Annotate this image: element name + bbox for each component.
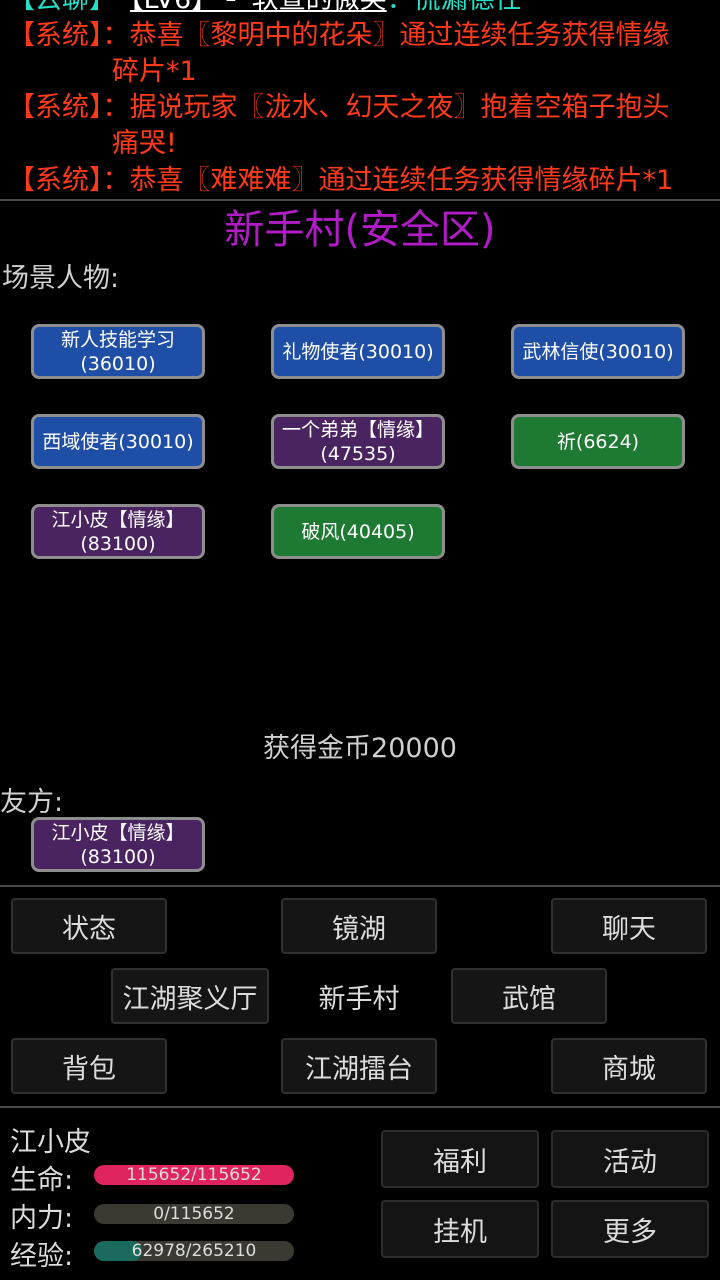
- hp-text: 115652/115652: [126, 1165, 262, 1185]
- more-button[interactable]: 更多: [551, 1200, 709, 1258]
- chat-message-text: ：恭喜〖黎明中的花朵〗通过连续任务获得情缘: [102, 20, 670, 51]
- npc-button[interactable]: 新人技能学习 (36010): [31, 324, 205, 379]
- chat-line-world: 【云聊】【LV6】 ╾ 软萱的微笑：慌漏德任: [8, 0, 714, 18]
- mp-text: 0/115652: [153, 1204, 235, 1224]
- chat-system-tag: 【系统】: [8, 92, 103, 123]
- friend-button[interactable]: 江小皮【情缘】 (83100): [31, 817, 205, 872]
- npc-button[interactable]: 破风(40405): [271, 504, 445, 559]
- npc-button[interactable]: 西域使者(30010): [31, 414, 205, 469]
- chat-message-text: ：恭喜〖难难难〗通过连续任务获得情缘碎片*1: [102, 165, 674, 196]
- welfare-button[interactable]: 福利: [381, 1130, 539, 1188]
- exp-bar: 62978/265210: [94, 1241, 294, 1261]
- player-name[interactable]: 江小皮: [10, 1127, 91, 1158]
- chat-message-text: ：据说玩家〖泷水、幻天之夜〗抱着空箱子抱头: [102, 92, 670, 123]
- nav-arena-button[interactable]: 江湖擂台: [281, 1038, 437, 1094]
- chat-message-text: 慌漏德任: [414, 0, 522, 15]
- chat-sender-name[interactable]: 【LV6】 ╾ 软萱的微笑: [130, 0, 387, 15]
- gold-reward-message: 获得金币20000: [263, 733, 457, 764]
- nav-dojo-button[interactable]: 武馆: [451, 968, 607, 1024]
- hp-bar-fill: [94, 1165, 294, 1185]
- npc-button[interactable]: 礼物使者(30010): [271, 324, 445, 379]
- nav-chat-button[interactable]: 聊天: [551, 898, 707, 954]
- chat-message-continuation: 碎片*1: [112, 56, 197, 87]
- nav-status-button[interactable]: 状态: [11, 898, 167, 954]
- mp-bar: 0/115652: [94, 1204, 294, 1224]
- divider: [0, 1106, 720, 1108]
- chat-message-continuation: 痛哭!: [112, 128, 177, 159]
- current-location-label: 新手村: [318, 983, 400, 1015]
- npc-button[interactable]: 一个弟弟【情缘】 (47535): [271, 414, 445, 469]
- mp-label: 内力:: [10, 1203, 74, 1234]
- nav-mirror-lake-button[interactable]: 镜湖: [281, 898, 437, 954]
- npc-button[interactable]: 祈(6624): [511, 414, 685, 469]
- chat-system-tag: 【系统】: [8, 165, 103, 196]
- chat-channel-tag: 【云聊】: [8, 0, 116, 15]
- events-button[interactable]: 活动: [551, 1130, 709, 1188]
- hp-label: 生命:: [10, 1165, 74, 1196]
- nav-hall-button[interactable]: 江湖聚义厅: [111, 968, 269, 1024]
- chat-message-system: 【系统】：恭喜〖难难难〗通过连续任务获得情缘碎片*1: [8, 163, 714, 199]
- chat-message-system: 【系统】：恭喜〖黎明中的花朵〗通过连续任务获得情缘 碎片*1: [8, 18, 714, 90]
- exp-bar-fill: [94, 1241, 142, 1261]
- nav-bag-button[interactable]: 背包: [11, 1038, 167, 1094]
- friendly-label: 友方:: [0, 787, 64, 818]
- exp-label: 经验:: [10, 1241, 74, 1272]
- location-title: 新手村(安全区): [224, 207, 496, 253]
- npc-button[interactable]: 武林信使(30010): [511, 324, 685, 379]
- idle-button[interactable]: 挂机: [381, 1200, 539, 1258]
- hp-bar: 115652/115652: [94, 1165, 294, 1185]
- exp-text: 62978/265210: [131, 1241, 257, 1261]
- scene-characters-label: 场景人物:: [2, 263, 120, 294]
- npc-button[interactable]: 江小皮【情缘】 (83100): [31, 504, 205, 559]
- chat-message-system: 【系统】：据说玩家〖泷水、幻天之夜〗抱着空箱子抱头 痛哭!: [8, 90, 714, 162]
- nav-shop-button[interactable]: 商城: [551, 1038, 707, 1094]
- chat-separator: ：: [387, 0, 414, 15]
- divider: [0, 199, 720, 201]
- chat-system-tag: 【系统】: [8, 20, 103, 51]
- divider: [0, 885, 720, 887]
